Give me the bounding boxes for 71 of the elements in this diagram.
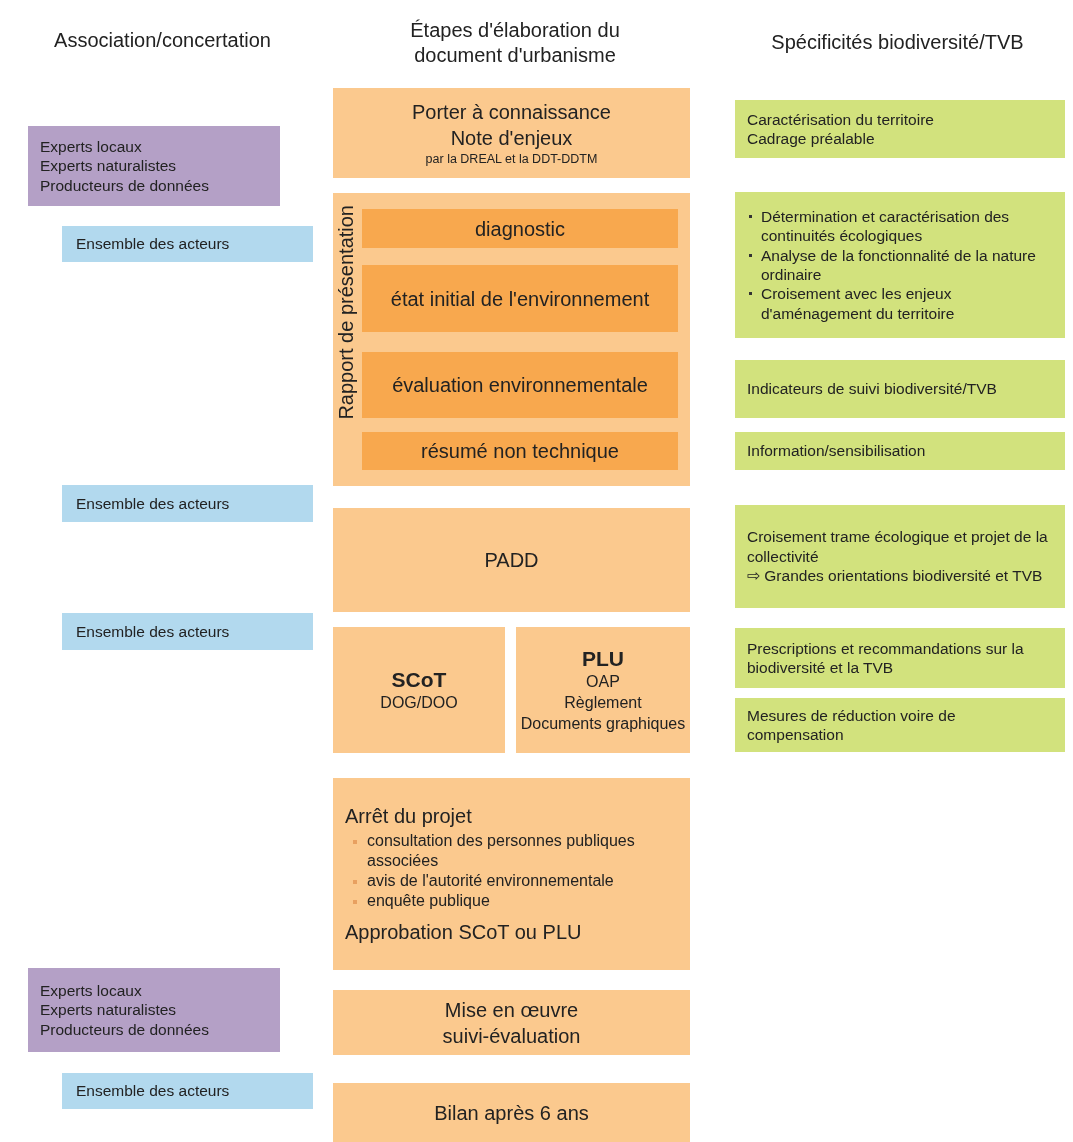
box-text: Experts locaux	[40, 136, 142, 157]
box-text: Producteurs de données	[40, 175, 209, 196]
biodiversity-box	[735, 432, 1065, 470]
box-text: Ensemble des acteurs	[76, 235, 230, 253]
box-heading: SCoT	[391, 666, 447, 693]
biodiversity-box	[735, 192, 1065, 338]
box-text: Note d'enjeux	[450, 125, 573, 151]
box-text: Cadrage préalable	[747, 129, 875, 149]
box-text: Prescriptions et recommandations sur la biodiversité et la TVB	[747, 638, 1025, 678]
box-text: PADD	[484, 548, 539, 573]
bullet-item: enquête publique	[345, 891, 490, 911]
stage-box	[333, 1083, 690, 1142]
box-text: Approbation SCoT ou PLU	[345, 920, 582, 945]
box-text: suivi-évaluation	[442, 1023, 581, 1049]
report-section-box	[362, 432, 678, 470]
actors-box	[62, 613, 313, 650]
box-text: évaluation environnementale	[392, 373, 648, 398]
actors-box	[62, 1073, 313, 1109]
experts-box	[28, 968, 280, 1052]
box-text: Ensemble des acteurs	[76, 622, 230, 641]
box-text: Documents graphiques	[520, 714, 686, 735]
box-text: par la DREAL et la DDT-DDTM	[425, 150, 598, 168]
box-text: Mesures de réduction voire de compensation	[747, 705, 957, 745]
experts-box	[28, 126, 280, 206]
box-text: Experts locaux	[40, 980, 142, 1001]
actors-box	[62, 485, 313, 522]
box-text: état initial de l'environnement	[390, 286, 650, 312]
report-section-box	[362, 265, 678, 332]
report-panel	[333, 193, 690, 486]
box-text: Caractérisation du territoire	[747, 109, 934, 129]
stage-box	[333, 88, 690, 178]
stage-box	[333, 508, 690, 612]
box-text: Règlement	[564, 693, 642, 714]
stage-box	[333, 990, 690, 1055]
box-text: Ensemble des acteurs	[76, 1082, 230, 1100]
report-section-box	[362, 209, 678, 248]
report-section-box	[362, 352, 678, 418]
bullet-item: avis de l'autorité environnementale	[345, 871, 614, 891]
column-header: Spécificités biodiversité/TVB	[770, 30, 1025, 55]
bullet-item: Détermination et caractérisation des continuités écologiques	[747, 206, 1053, 246]
biodiversity-box	[735, 505, 1065, 608]
biodiversity-box	[735, 628, 1065, 688]
bullet-item: Croisement avec les enjeux d'aménagement du territoire	[747, 284, 1053, 324]
box-text: Information/sensibilisation	[747, 441, 926, 461]
box-text: Arrêt du projet	[345, 804, 472, 829]
box-text: Experts naturalistes	[40, 156, 177, 176]
box-text: ⇨ Grandes orientations biodiversité et TVB	[747, 566, 1043, 586]
stage-box	[333, 627, 505, 753]
box-text: Ensemble des acteurs	[76, 494, 230, 513]
stage-box	[516, 627, 690, 753]
column-header: Étapes d'élaboration du document d'urbanisme	[409, 18, 621, 68]
box-text: Producteurs de données	[40, 1019, 209, 1040]
stage-box	[333, 778, 690, 970]
box-text: Mise en œuvre	[444, 997, 579, 1023]
box-text: OAP	[586, 672, 620, 693]
box-text: DOG/DOO	[380, 693, 458, 714]
box-text: Porter à connaissance	[412, 99, 611, 125]
box-text: Experts naturalistes	[40, 1000, 177, 1020]
biodiversity-box	[735, 360, 1065, 418]
box-text: résumé non technique	[421, 439, 619, 464]
bullet-item: Analyse de la fonctionnalité de la nature ordinaire	[747, 245, 1053, 285]
box-text: Indicateurs de suivi biodiversité/TVB	[747, 379, 997, 399]
box-text: Croisement trame écologique et projet de la collectivité	[747, 527, 1049, 567]
panel-title: Rapport de présentation	[336, 205, 356, 420]
actors-box	[62, 226, 313, 262]
box-text: Bilan après 6 ans	[434, 1100, 589, 1126]
column-header: Association/concertation	[53, 28, 272, 53]
biodiversity-box	[735, 698, 1065, 752]
box-text: diagnostic	[474, 216, 566, 242]
box-heading: PLU	[582, 646, 624, 673]
biodiversity-box	[735, 100, 1065, 158]
